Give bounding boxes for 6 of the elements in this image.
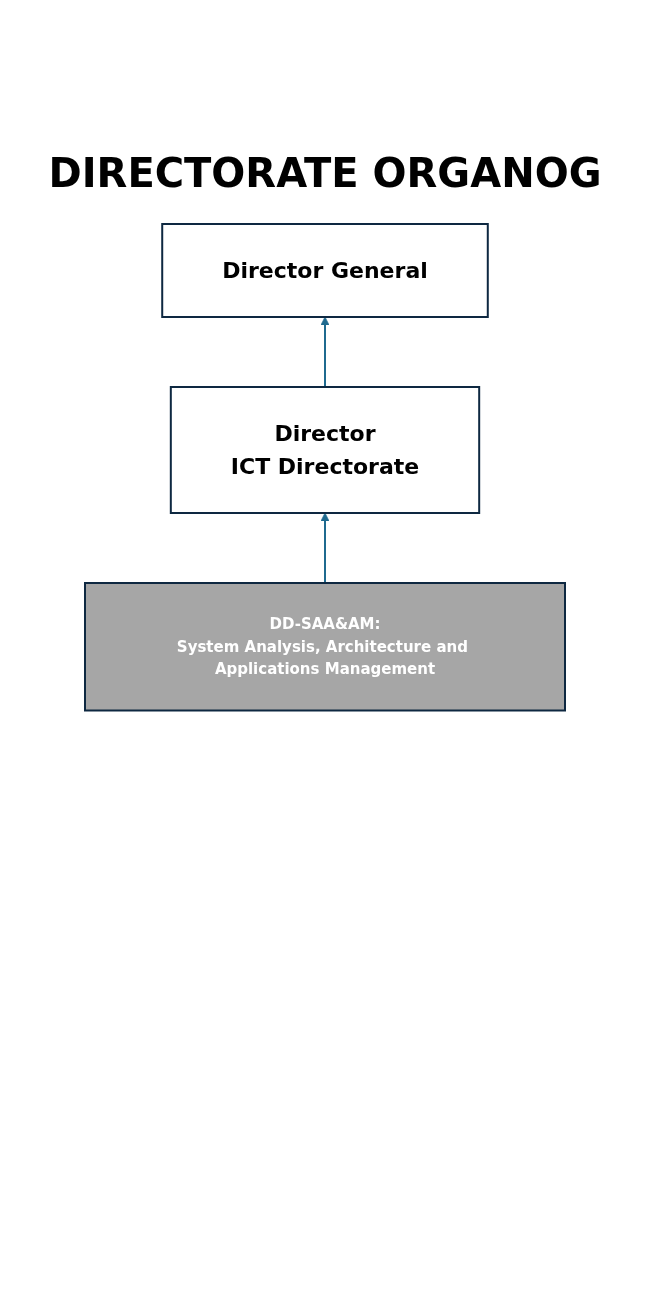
arrow [320,512,330,584]
diagram-title: DIRECTORATE ORGANOG [47,150,603,196]
node-box: Director ICT Directorate [169,386,481,514]
node-box: Director General [161,223,489,318]
arrow [320,316,330,388]
node-box: DD-SAA&AM: System Analysis, Architecture and Applications Management [84,582,566,712]
